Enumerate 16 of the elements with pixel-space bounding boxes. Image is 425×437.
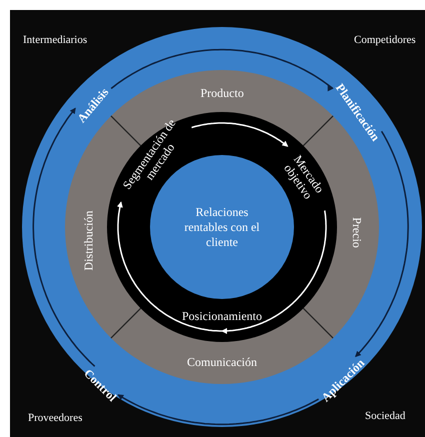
corner-label: Competidores (354, 34, 416, 46)
corner-label: Sociedad (365, 410, 406, 422)
segment-label: Precio (349, 216, 362, 248)
arrow (221, 210, 327, 334)
segment-label: Distribución (82, 210, 96, 270)
arrow (110, 48, 334, 90)
arrow (191, 122, 288, 147)
segment-label: Producto (200, 86, 244, 100)
step-label: Posicionamiento (182, 310, 262, 323)
arrow (116, 201, 222, 332)
arrow (117, 394, 319, 426)
corner-label: Intermediarios (23, 34, 88, 46)
segment-label: Comunicación (187, 356, 257, 369)
arrow (32, 108, 96, 367)
corner-label: Proveedores (28, 412, 82, 424)
arrow (355, 130, 409, 358)
